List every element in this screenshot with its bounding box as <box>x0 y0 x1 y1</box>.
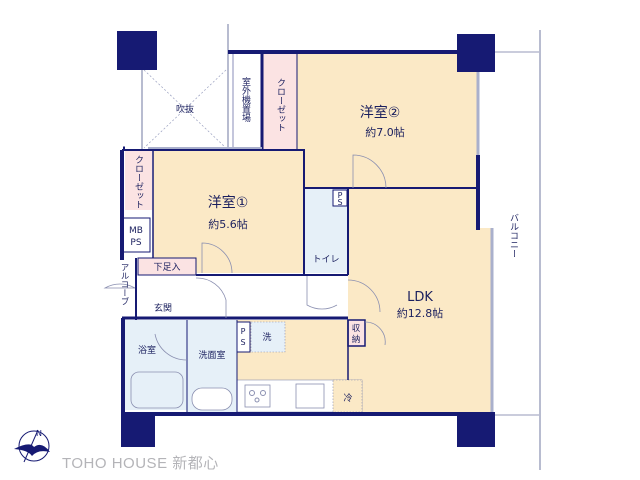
fridge-space <box>332 379 363 413</box>
ps-wash-label-1: P <box>241 327 246 336</box>
outdoor-unit-label: 室外機置場 <box>240 76 251 123</box>
ps-toilet-label-1: P <box>338 191 343 200</box>
bathtub-icon <box>130 371 184 409</box>
mbps-label-2: PS <box>130 238 141 248</box>
washbasin-icon <box>191 387 233 411</box>
stove-icon <box>244 384 271 408</box>
void-area <box>143 69 227 149</box>
brand-watermark: TOHO HOUSE 新都心 <box>62 455 219 472</box>
ldk-name: LDK <box>407 290 433 305</box>
shoe-storage-label: 下足入 <box>153 262 180 273</box>
closet-left-label: クローゼット <box>133 155 144 209</box>
mbps-label-1: MB <box>129 226 143 236</box>
doors <box>103 154 387 361</box>
ps-toilet-label-2: S <box>337 198 342 207</box>
sink-icon <box>295 383 325 409</box>
compass-north-icon: N <box>14 429 50 463</box>
bath-label: 浴室 <box>138 344 156 356</box>
closet-top <box>263 53 297 150</box>
fridge-label: 冷 <box>343 392 352 404</box>
mbps <box>122 217 151 253</box>
entrance-label: 玄関 <box>154 302 172 314</box>
closet-left <box>125 150 152 210</box>
western-room-2 <box>297 53 478 188</box>
walls <box>120 50 495 416</box>
western-room-1 <box>153 150 304 273</box>
ps-wash-label-2: S <box>240 338 245 347</box>
western-room-1-name: 洋室① <box>208 194 249 211</box>
pillars <box>117 31 495 447</box>
balcony-label: バルコニー <box>508 213 519 258</box>
closet-top-label: クローゼット <box>275 78 286 132</box>
western-room-2-size: 約7.0帖 <box>365 125 405 139</box>
toilet-label: トイレ <box>312 255 339 265</box>
washer-label: 洗 <box>262 331 271 343</box>
void-label: 吹抜 <box>176 103 194 115</box>
storage-label-2: 納 <box>352 334 361 345</box>
ldk-room <box>237 188 492 413</box>
compass-letter: N <box>36 429 42 438</box>
storage-label-1: 収 <box>352 323 361 334</box>
western-room-2-name: 洋室② <box>360 104 401 121</box>
washroom-label: 洗面室 <box>198 349 225 361</box>
washer-space <box>250 321 286 353</box>
shoe-storage <box>137 257 197 276</box>
ldk-size: 約12.8帖 <box>397 306 444 320</box>
western-room-1-size: 約5.6帖 <box>208 217 248 231</box>
alcove-label: アルコーブ <box>119 263 129 306</box>
hallway <box>138 276 348 320</box>
